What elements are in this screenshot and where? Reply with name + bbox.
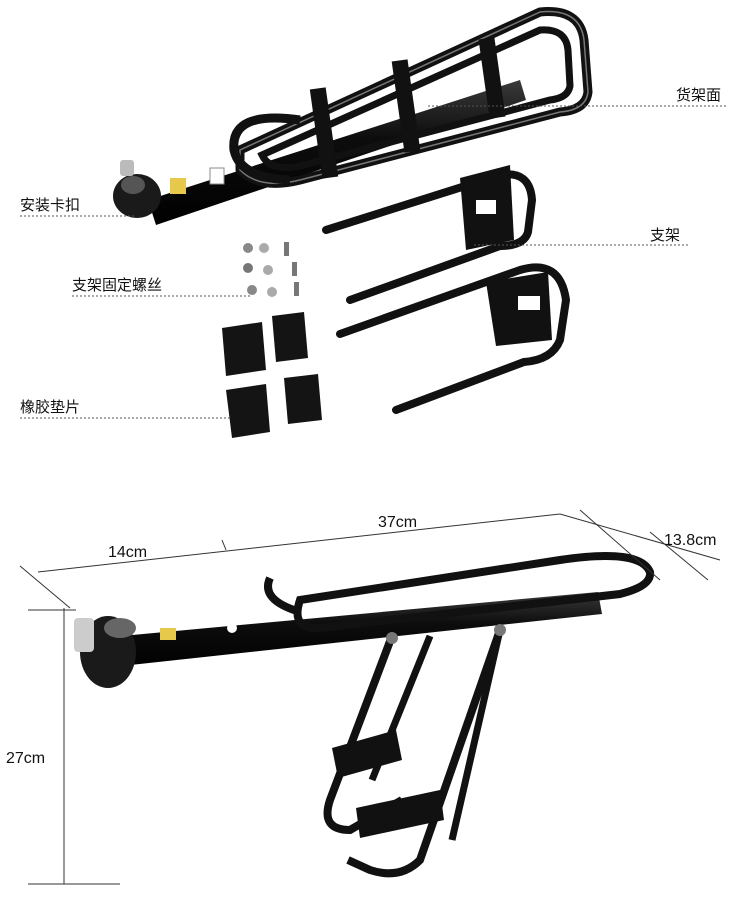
dimension-length: 37cm — [378, 514, 418, 531]
dimension-height: 27cm — [6, 750, 46, 767]
dimension-width: 13.8cm — [664, 532, 717, 549]
rack-side-assembly — [74, 552, 655, 878]
label-rubber-pads: 橡胶垫片 — [20, 398, 81, 416]
screws-group — [243, 242, 299, 297]
dimension-clamp-offset: 14cm — [108, 544, 148, 561]
strut-lower — [336, 263, 571, 414]
label-support-strut: 支架 — [650, 226, 681, 244]
strut-upper — [322, 165, 537, 304]
label-rack-surface: 货架面 — [676, 86, 722, 104]
rubber-pads-group — [222, 312, 322, 438]
label-mount-clamp: 安装卡扣 — [20, 196, 81, 214]
rack-top-assembly — [113, 7, 593, 225]
label-strut-screws: 支架固定螺丝 — [72, 276, 163, 294]
